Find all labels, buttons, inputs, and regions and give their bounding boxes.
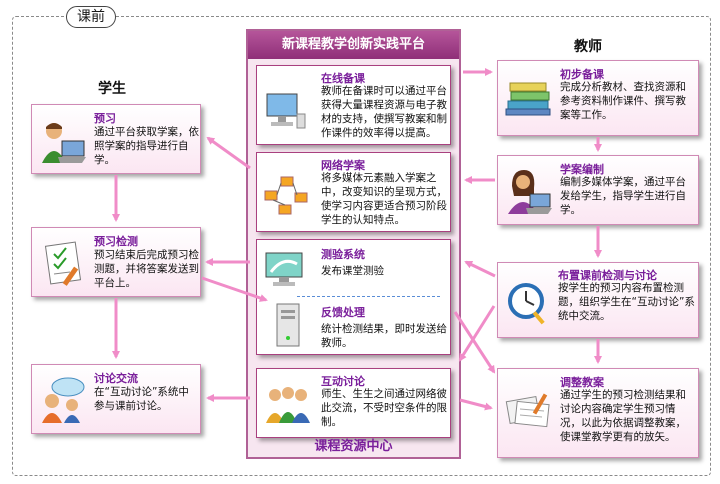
checklist-icon [44, 241, 82, 286]
online-prep-box: 在线备课 教师在备课时可以通过平台获得大量课程资源与电子教材的支持，使撰写教案和… [256, 65, 451, 145]
feedback-desc: 统计检测结果，即时发送给教师。 [321, 323, 447, 349]
student-discussion-box: 讨论交流 在“互动讨论”系统中参与课前讨论。 [31, 364, 201, 434]
teacher-adjust-plan-desc: 通过学生的预习检测结果和讨论内容确定学生预习情况，以此为依据调整教案，使课堂教学… [560, 389, 686, 443]
online-prep-desc: 教师在备课时可以通过平台获得大量课程资源与电子教材的支持，使撰写教案和制作课件的… [321, 85, 447, 139]
arrow-feedback-to-teacher [453, 311, 496, 374]
student-preview-test-desc: 预习结束后完成预习检测题，并将答案发送到平台上。 [94, 249, 199, 289]
test-feedback-box: 测验系统 发布课堂测验 反馈处理 统计检测结果，即时发送给教师。 [256, 239, 451, 355]
arrow-student-to-feedback [201, 276, 268, 302]
books-icon [505, 82, 551, 116]
platform-panel: 新课程教学创新实践平台 在线备课 教师在备课时可以通过平台获得大量课程资源与电子… [246, 29, 461, 459]
platform-title: 新课程教学创新实践平台 [248, 31, 459, 59]
interaction-box: 互动讨论 师生、生生之间通过网络彼此交流，不受时空条件的限制。 [256, 368, 451, 438]
network-icon [264, 176, 308, 215]
student-column-title: 学生 [98, 81, 126, 97]
monitor-icon [265, 252, 303, 286]
teacher-initial-prep-box: 初步备课 完成分析教材、查找资源和参考资料制作课件、撰写教案等工作。 [497, 60, 699, 136]
section-label: 课前 [66, 6, 116, 28]
student-preview-title: 预习 [94, 112, 116, 125]
test-system-desc: 发布课堂测验 [321, 265, 384, 277]
test-feedback-divider [297, 296, 440, 297]
feedback-title: 反馈处理 [321, 306, 365, 319]
teacher-assign-test-desc: 按学生的预习内容布置检测题，组织学生在“互动讨论”系统中交流。 [558, 282, 695, 322]
documents-icon [505, 393, 550, 428]
teacher-assign-test-box: 布置课前检测与讨论 按学生的预习内容布置检测题，组织学生在“互动讨论”系统中交流… [497, 262, 699, 338]
teacher-laptop-icon [508, 170, 552, 214]
arrow-teacher-to-test-system [464, 260, 496, 278]
arrow-teacher-to-interaction [458, 305, 496, 362]
interaction-desc: 师生、生生之间通过网络彼此交流，不受时空条件的限制。 [321, 388, 447, 428]
student-discussion-desc: 在“互动讨论”系统中参与课前讨论。 [94, 386, 189, 412]
student-discussion-title: 讨论交流 [94, 372, 138, 385]
network-plan-box: 网络学案 将多媒体元素融入学案之中，改变知识的呈现方式，使学习内容更适合预习阶段… [256, 152, 451, 232]
computer-icon [266, 93, 306, 129]
teacher-column-title: 教师 [574, 39, 602, 55]
student-preview-test-title: 预习检测 [94, 235, 138, 248]
teacher-adjust-plan-title: 调整教案 [560, 376, 604, 389]
server-icon [276, 303, 300, 347]
platform-footer: 课程资源中心 [314, 439, 393, 454]
teacher-initial-prep-desc: 完成分析教材、查找资源和参考资料制作课件、撰写教案等工作。 [560, 81, 686, 121]
arrow-network-plan-to-student [206, 136, 251, 170]
teacher-adjust-plan-box: 调整教案 通过学生的预习检测结果和讨论内容确定学生预习情况，以此为依据调整教案，… [497, 368, 699, 458]
pre-class-frame [12, 16, 711, 476]
teacher-plan-making-title: 学案编制 [560, 163, 604, 176]
teacher-plan-making-desc: 编制多媒体学案，通过平台发给学生，指导学生进行自学。 [560, 176, 686, 216]
interaction-title: 互动讨论 [321, 375, 365, 388]
clock-icon [508, 283, 545, 325]
teacher-initial-prep-title: 初步备课 [560, 68, 604, 81]
student-preview-test-box: 预习检测 预习结束后完成预习检测题，并将答案发送到平台上。 [31, 227, 201, 297]
student-preview-box: 预习 通过平台获取学案，依照学案的指导进行自学。 [31, 104, 201, 174]
teacher-plan-making-box: 学案编制 编制多媒体学案，通过平台发给学生，指导学生进行自学。 [497, 155, 699, 225]
people-icon [266, 387, 310, 423]
student-laptop-icon [42, 123, 86, 163]
network-plan-desc: 将多媒体元素融入学案之中，改变知识的呈现方式，使学习内容更适合预习阶段学生的认知… [321, 172, 447, 226]
teacher-assign-test-title: 布置课前检测与讨论 [558, 269, 657, 282]
student-preview-desc: 通过平台获取学案，依照学案的指导进行自学。 [94, 126, 199, 166]
discussion-icon [42, 377, 85, 423]
online-prep-title: 在线备课 [321, 72, 365, 85]
test-system-title: 测验系统 [321, 248, 365, 261]
network-plan-title: 网络学案 [321, 159, 365, 172]
arrow-interaction-to-teacher [459, 398, 493, 411]
